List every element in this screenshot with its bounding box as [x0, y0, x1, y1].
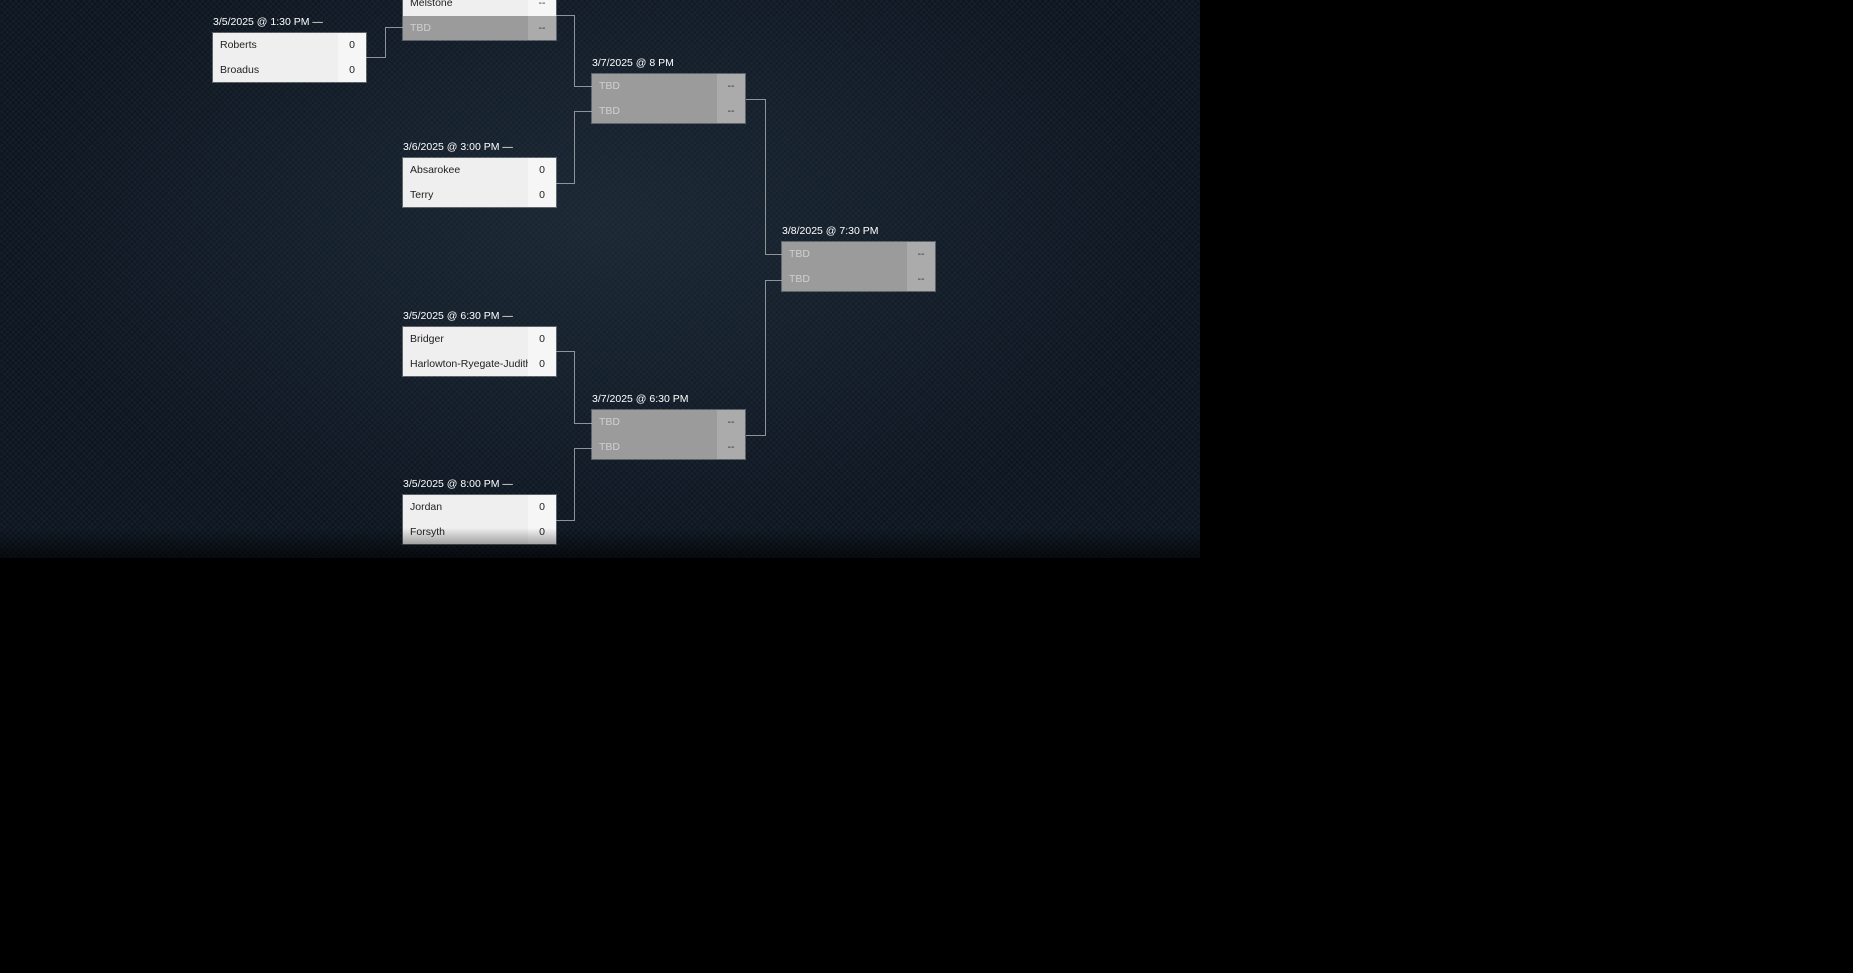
- match-date-label: 3/5/2025 @ 1:30 PM —: [213, 16, 323, 28]
- team-row[interactable]: TBD --: [592, 434, 745, 459]
- team-name: Terry: [410, 188, 434, 201]
- match-box[interactable]: TBD -- TBD --: [592, 410, 745, 459]
- team-row[interactable]: Broadus 0: [213, 57, 366, 82]
- team-score: --: [717, 98, 745, 123]
- team-score: 0: [338, 57, 366, 82]
- team-row[interactable]: TBD --: [403, 15, 556, 40]
- team-name: TBD: [599, 104, 620, 117]
- team-name: Harlowton-Ryegate-Judith: [410, 357, 528, 370]
- match-date-label: 3/5/2025 @ 8:00 PM —: [403, 478, 513, 490]
- team-row[interactable]: Bridger 0: [403, 327, 556, 352]
- match-date-label: 3/7/2025 @ 8 PM: [592, 57, 674, 69]
- team-score: --: [907, 242, 935, 267]
- team-score: --: [717, 434, 745, 459]
- team-score: --: [528, 15, 556, 40]
- team-score: 0: [528, 327, 556, 352]
- team-row[interactable]: Melstone --: [403, 0, 556, 16]
- team-score: 0: [528, 351, 556, 376]
- team-name: TBD: [599, 80, 620, 92]
- match-box[interactable]: Melstone -- TBD --: [403, 0, 556, 40]
- match-box[interactable]: TBD -- TBD --: [592, 74, 745, 123]
- team-score: 0: [528, 519, 556, 544]
- team-name: Forsyth: [410, 525, 446, 538]
- team-name: Absarokee: [410, 164, 461, 176]
- team-score: --: [528, 0, 556, 16]
- team-row[interactable]: TBD --: [782, 242, 935, 267]
- team-name: Melstone: [410, 0, 453, 9]
- team-row[interactable]: Absarokee 0: [403, 158, 556, 183]
- team-name: TBD: [599, 416, 620, 428]
- team-name: Roberts: [220, 39, 257, 51]
- team-score: --: [717, 410, 745, 435]
- team-row[interactable]: Forsyth 0: [403, 519, 556, 544]
- team-name: TBD: [410, 21, 431, 34]
- team-name: TBD: [789, 272, 810, 285]
- team-row[interactable]: TBD --: [592, 98, 745, 123]
- team-row[interactable]: TBD --: [592, 74, 745, 99]
- team-name: TBD: [599, 440, 620, 453]
- team-row[interactable]: TBD --: [592, 410, 745, 435]
- team-row[interactable]: Jordan 0: [403, 495, 556, 520]
- match-date-label: 3/7/2025 @ 6:30 PM: [592, 393, 689, 405]
- team-score: --: [907, 266, 935, 291]
- team-row[interactable]: Roberts 0: [213, 33, 366, 58]
- team-name: Bridger: [410, 333, 444, 345]
- team-name: Broadus: [220, 63, 260, 76]
- team-name: TBD: [789, 248, 810, 260]
- match-box[interactable]: TBD -- TBD --: [782, 242, 935, 291]
- match-date-label: 3/8/2025 @ 7:30 PM: [782, 225, 879, 237]
- team-score: --: [717, 74, 745, 99]
- team-score: 0: [528, 495, 556, 520]
- team-score: 0: [338, 33, 366, 58]
- team-score: 0: [528, 182, 556, 207]
- team-score: 0: [528, 158, 556, 183]
- match-date-label: 3/6/2025 @ 3:00 PM —: [403, 141, 513, 153]
- team-row[interactable]: Terry 0: [403, 182, 556, 207]
- match-date-label: 3/5/2025 @ 6:30 PM —: [403, 310, 513, 322]
- team-row[interactable]: TBD --: [782, 266, 935, 291]
- team-name: Jordan: [410, 501, 443, 513]
